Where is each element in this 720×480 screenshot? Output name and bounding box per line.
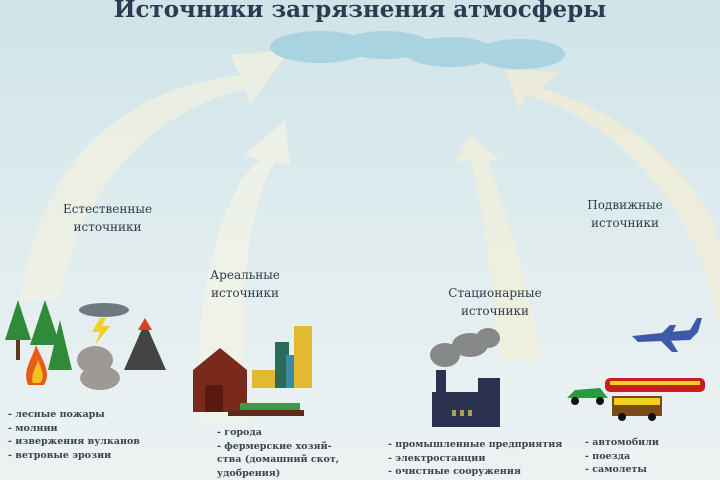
clouds — [270, 31, 565, 69]
airplane-icon — [632, 318, 702, 352]
arrow-stationary — [455, 135, 540, 360]
trees-fire-icon — [5, 300, 72, 385]
list-item: - поезда — [585, 450, 631, 462]
label-line: Ареальные — [210, 268, 280, 282]
car-icon — [567, 388, 608, 405]
stationary-sources-list: - промышленные предприятия - электростан… — [388, 438, 562, 479]
label-line: источники — [460, 304, 529, 318]
list-item: - автомобили — [585, 437, 659, 448]
arrow-mobile — [505, 70, 720, 330]
arrow-natural — [20, 50, 290, 300]
list-item: - молнии — [8, 422, 58, 434]
arrow-areal — [198, 120, 290, 420]
list-item: ства (домашний скот, — [217, 454, 340, 465]
stationary-sources-label: Стационарные источники — [430, 284, 560, 320]
label-line: источники — [210, 286, 279, 300]
list-item: - промышленные предприятия — [388, 439, 563, 450]
natural-sources-label: Естественные источники — [40, 200, 175, 236]
list-item: - фермерские хозяй- — [217, 440, 332, 452]
list-item: - лесные пожары — [8, 409, 105, 420]
farm-barn-icon — [193, 348, 304, 416]
factory-smoke-icon — [430, 328, 500, 367]
list-item: - города — [217, 427, 262, 438]
areal-sources-list: - города - фермерские хозяй- ства (домаш… — [217, 426, 339, 480]
list-item: - очистные сооружения — [388, 466, 521, 477]
label-line: источники — [73, 220, 142, 234]
areal-sources-label: Ареальные источники — [180, 266, 310, 302]
label-line: Естественные — [62, 202, 153, 216]
lightning-icon — [79, 303, 129, 345]
label-line: Подвижные — [587, 198, 663, 212]
list-item: - извержения вулканов — [8, 436, 140, 447]
page-title: Источники загрязнения атмосферы — [113, 0, 607, 23]
natural-sources-list: - лесные пожары - молнии - извержения ву… — [8, 408, 140, 462]
bus-icon — [612, 396, 662, 421]
city-buildings-icon — [252, 326, 312, 388]
label-line: источники — [590, 216, 659, 230]
mobile-sources-label: Подвижные источники — [560, 196, 690, 232]
label-line: Стационарные — [448, 286, 542, 300]
train-icon — [605, 378, 705, 392]
list-item: - ветровые эрозии — [8, 449, 112, 461]
dust-smoke-icon — [77, 346, 120, 390]
list-item: удобрения) — [217, 467, 281, 479]
list-item: - электростанции — [388, 452, 486, 464]
factory-icon — [432, 370, 500, 427]
mobile-sources-list: - автомобили - поезда - самолеты — [585, 436, 659, 477]
list-item: - самолеты — [585, 464, 647, 475]
volcano-icon — [124, 318, 166, 370]
